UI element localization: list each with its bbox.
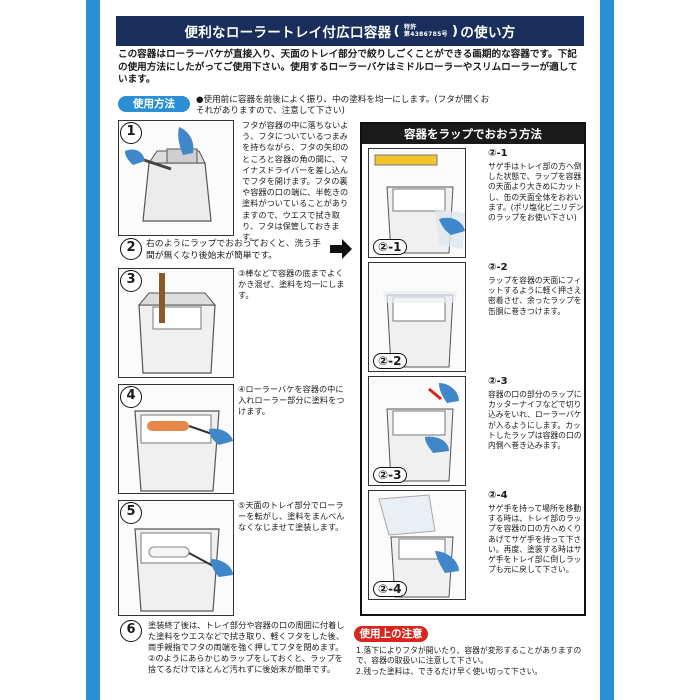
usage-note: ●使用前に容器を前後によく振り、中の塗料を均一にします。(フタが開くおそれがあり… [196, 95, 490, 116]
caution-item: 1.落下によりフタが開いたり、容器が変形することがありますので、容器の取扱いに注… [356, 646, 582, 666]
caution-item: 2.残った塗料は、できるだけ早く使い切って下さい。 [356, 666, 543, 676]
step6-text: 塗装終了後は、トレイ部分や容器の口の周囲に付着した塗料をウエスなどで拭き取り、軽… [148, 620, 345, 674]
wrap2-text: ラップを容器の天面にフィットするように軽く押さえ密着させ、余ったラップを缶胴に巻… [488, 276, 582, 316]
step1-text: フタが容器の中に落ちないよう、フタについているつまみを持ちながら、フタの矢印のと… [242, 120, 349, 243]
patent-number: 特許第4386785号 [404, 24, 448, 38]
page-title: 便利なローラートレイ付広口容器 ( 特許第4386785号 ) の使い方 [116, 16, 584, 46]
wrap-panel-title: 容器をラップでおおう方法 [362, 124, 584, 144]
patent-code: 第4386785号 [403, 31, 448, 38]
wrap4-label: ②-4 [373, 581, 407, 597]
wrap4-photo: ②-4 [368, 490, 466, 600]
wrap2-number: ②-2 [488, 262, 508, 273]
left-blue-border [86, 0, 100, 700]
wrap3-number: ②-3 [488, 376, 508, 387]
step4-photo [118, 384, 234, 494]
caution-badge: 使用上の注意 [354, 626, 428, 642]
right-blue-border [600, 0, 614, 700]
step3-text: ③棒などで容器の底までよくかき混ぜ、塗料を均一にします。 [238, 268, 345, 301]
arrow-right-icon [330, 239, 352, 259]
step3-photo [118, 268, 234, 378]
step5-photo [118, 500, 234, 616]
wrap3-text: 容器の口の部分のラップにカッターナイフなどで切り込みをいれ、ローラーバケが入るよ… [488, 390, 582, 451]
wrap-method-panel: 容器をラップでおおう方法 ②-1 ②-1 サゲ手はトレイ部の方へ倒した状態で、ラ… [360, 122, 586, 616]
wrap1-label: ②-1 [373, 239, 407, 255]
step5-text: ⑤天面のトレイ部分でローラーを転がし、塗料をまんべんなくなじませて塗装します。 [238, 500, 345, 533]
step2-text: 右のようにラップでおおっておくと、洗う手間が無くなり後始末が簡単です。 [146, 239, 321, 261]
step2-number: 2 [120, 238, 142, 260]
wrap-row-2: ②-2 ②-2 ラップを容器の天面にフィットするように軽く押さえ密着させ、余った… [368, 262, 582, 374]
wrap-row-3: ②-3 ②-3 容器の口の部分のラップにカッターナイフなどで切り込みをいれ、ロー… [368, 376, 582, 488]
caution-list: 1.落下によりフタが開いたり、容器が変形することがありますので、容器の取扱いに注… [356, 646, 586, 677]
step6-number: 6 [120, 620, 142, 642]
usage-badge: 使用方法 [118, 96, 190, 112]
title-main: 便利なローラートレイ付広口容器 [184, 25, 392, 41]
wrap1-photo: ②-1 [368, 148, 466, 258]
wrap3-label: ②-3 [373, 467, 407, 483]
wrap-row-4: ②-4 ②-4 サゲ手を持って場所を移動する時は、トレイ部のラップを容器の口の方… [368, 490, 582, 602]
intro-text: この容器はローラーバケが直接入り、天面のトレイ部分で絞りしごくことができる画期的… [118, 49, 578, 86]
wrap1-text: サゲ手はトレイ部の方へ倒した状態で、ラップを容器の天面より大きめにカットし、缶の… [488, 162, 584, 223]
wrap2-photo: ②-2 [368, 262, 466, 372]
wrap1-number: ②-1 [488, 148, 508, 159]
wrap4-number: ②-4 [488, 490, 508, 501]
patent-label: 特許 [403, 24, 417, 31]
wrap3-photo: ②-3 [368, 376, 466, 486]
title-suffix: の使い方 [460, 25, 516, 41]
step4-number: 4 [120, 386, 142, 408]
step5-number: 5 [120, 502, 142, 524]
wrap4-text: サゲ手を持って場所を移動する時は、トレイ部のラップを容器の口の方へめくりあげてサ… [488, 504, 582, 575]
wrap-row-1: ②-1 ②-1 サゲ手はトレイ部の方へ倒した状態で、ラップを容器の天面より大きめ… [368, 148, 584, 260]
step3-number: 3 [120, 270, 142, 292]
step4-text: ④ローラーバケを容器の中に入れローラー部分に塗料をつけます。 [238, 384, 345, 417]
wrap2-label: ②-2 [373, 353, 407, 369]
step1-number: 1 [120, 122, 142, 144]
